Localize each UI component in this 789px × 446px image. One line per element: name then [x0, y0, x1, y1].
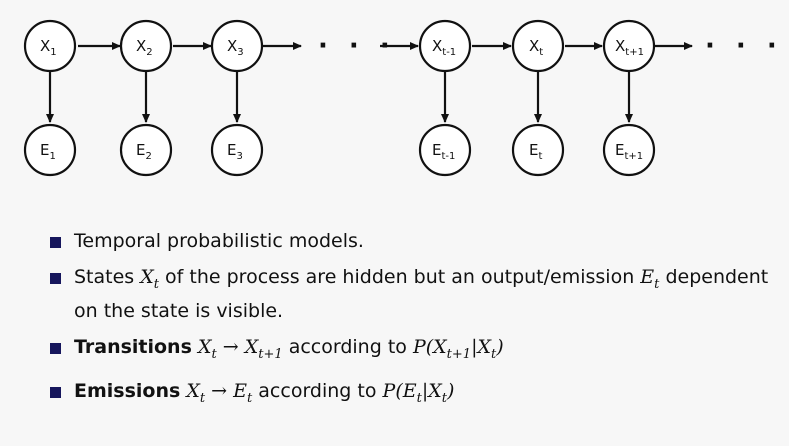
- bullet-item-states: States Xt of the process are hidden but …: [50, 264, 770, 324]
- hmm-diagram: · · · · · · X1 X2 X3 Xt-1 Xt Xt+1 E1 E2: [23, 19, 783, 177]
- ellipsis-end: · · ·: [705, 31, 783, 61]
- ellipsis-middle: · · ·: [318, 31, 396, 61]
- state-node-xtm1: Xt-1: [418, 19, 472, 73]
- svg-text:X1: X1: [40, 37, 57, 58]
- bullet-item-emissions: Emissions Xt → Et according to P(Et|Xt): [50, 378, 770, 412]
- bullet-list: Temporal probabilistic models. States Xt…: [50, 228, 770, 421]
- svg-text:Xt+1: Xt+1: [615, 37, 644, 58]
- emission-node-e3: E3: [210, 123, 264, 177]
- svg-text:E1: E1: [40, 141, 56, 162]
- state-node-xt: Xt: [511, 19, 565, 73]
- svg-text:E2: E2: [136, 141, 152, 162]
- emission-node-et: Et: [511, 123, 565, 177]
- emission-node-etm1: Et-1: [418, 123, 472, 177]
- bullet-square-icon: [50, 342, 61, 354]
- svg-text:X2: X2: [136, 37, 153, 58]
- svg-text:Xt-1: Xt-1: [432, 37, 456, 58]
- state-node-x2: X2: [119, 19, 173, 73]
- emission-node-e1: E1: [23, 123, 77, 177]
- bullet-item-temporal: Temporal probabilistic models.: [50, 228, 770, 254]
- bullet-square-icon: [50, 273, 61, 284]
- svg-text:Et: Et: [529, 141, 542, 162]
- state-node-xtp1: Xt+1: [602, 19, 656, 73]
- bullet-square-icon: [50, 386, 61, 398]
- bullet-item-transitions: Transitions Xt → Xt+1 according to P(Xt+…: [50, 334, 770, 368]
- state-node-x3: X3: [210, 19, 264, 73]
- emission-node-e2: E2: [119, 123, 173, 177]
- svg-text:X3: X3: [227, 37, 244, 58]
- svg-text:Xt: Xt: [529, 37, 543, 58]
- emission-node-etp1: Et+1: [602, 123, 656, 177]
- bullet-square-icon: [50, 237, 61, 248]
- svg-text:Et-1: Et-1: [432, 141, 455, 162]
- svg-text:Et+1: Et+1: [615, 141, 643, 162]
- svg-text:E3: E3: [227, 141, 243, 162]
- state-node-x1: X1: [23, 19, 77, 73]
